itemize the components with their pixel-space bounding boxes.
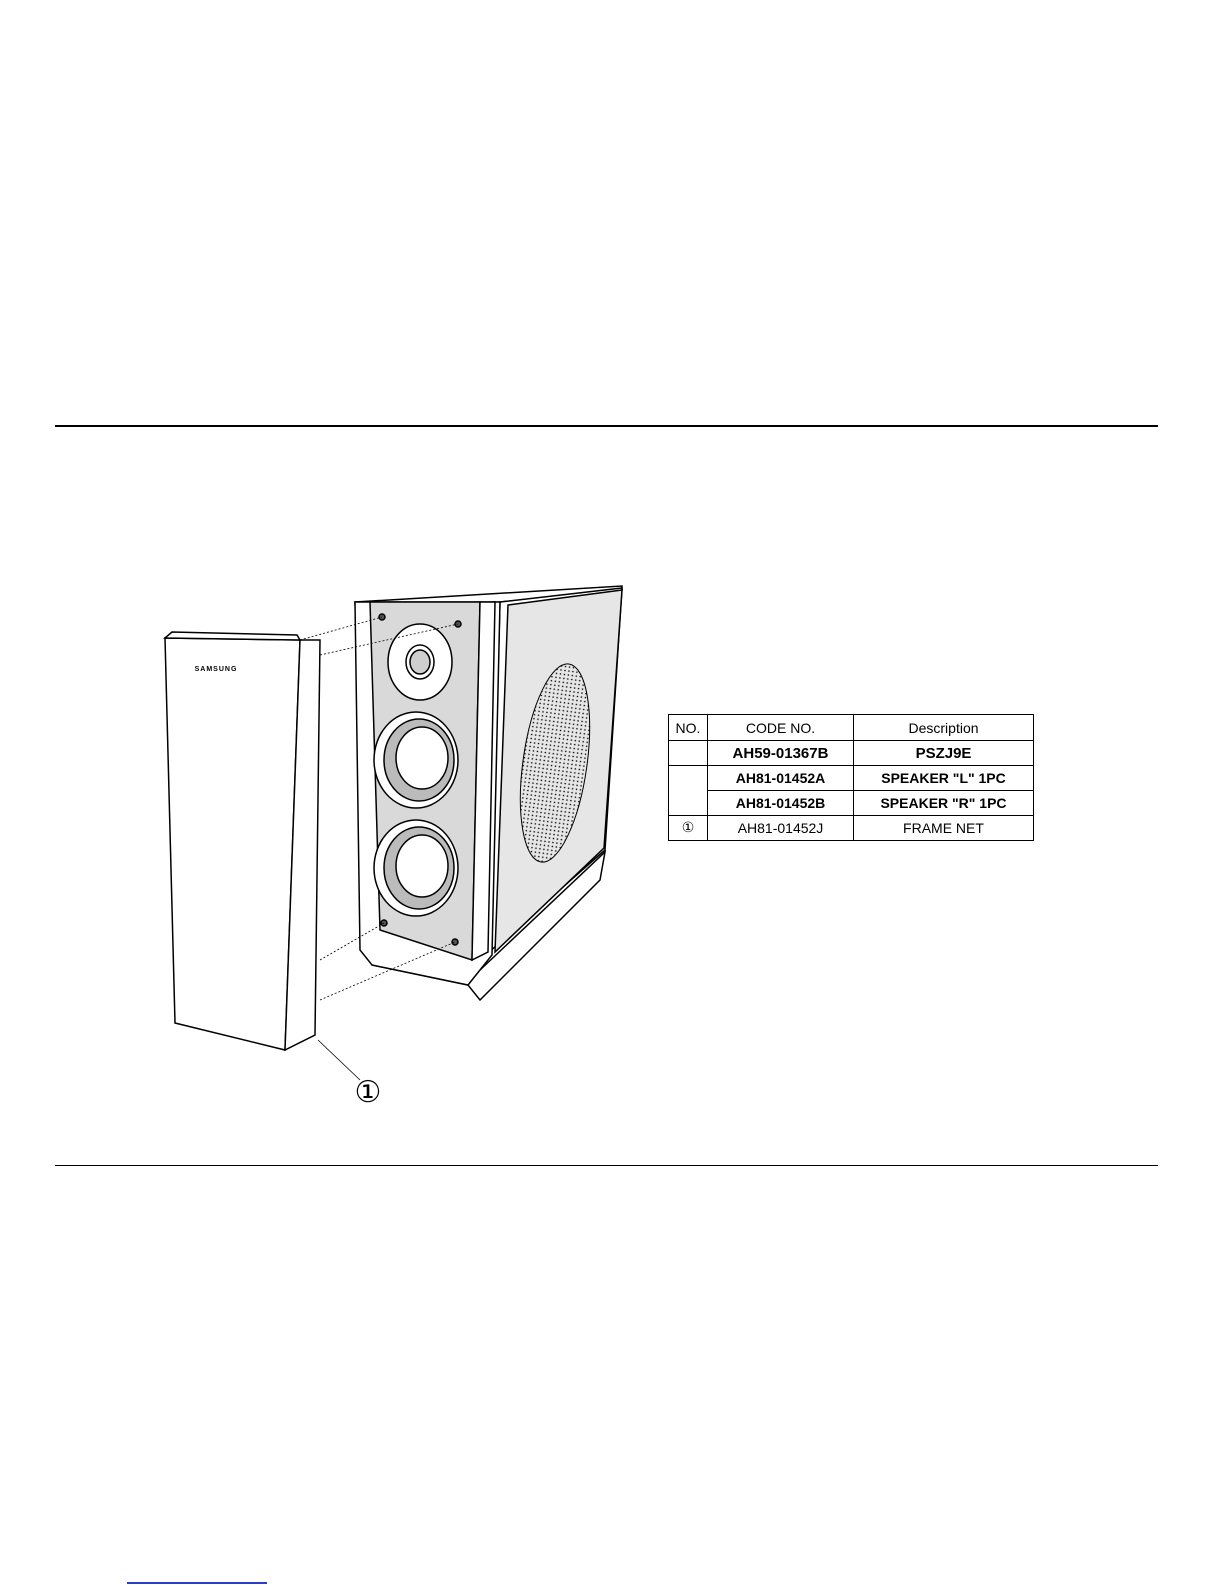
- row-code: AH81-01452J: [708, 816, 854, 841]
- row-code: AH81-01452A: [708, 766, 854, 791]
- callout-leader: [318, 1040, 360, 1080]
- frame-net: [165, 632, 320, 1050]
- table-row: AH81-01452A SPEAKER "L" 1PC: [669, 766, 1034, 791]
- header-code: CODE NO.: [708, 715, 854, 741]
- callout-number: ①: [355, 1075, 382, 1110]
- header-description: Description: [854, 715, 1034, 741]
- row-code: AH59-01367B: [708, 741, 854, 766]
- table-row: ① AH81-01452J FRAME NET: [669, 816, 1034, 841]
- row-code: AH81-01452B: [708, 791, 854, 816]
- row-description: SPEAKER "L" 1PC: [854, 766, 1034, 791]
- brand-logo: SAMSUNG: [195, 666, 238, 673]
- top-divider: [55, 425, 1158, 427]
- row-no: [669, 791, 708, 816]
- row-no: ①: [669, 816, 708, 841]
- speaker-exploded-diagram: SAMSUNG ①: [150, 580, 640, 1110]
- table-row: AH59-01367B PSZJ9E: [669, 741, 1034, 766]
- header-no: NO.: [669, 715, 708, 741]
- row-description: SPEAKER "R" 1PC: [854, 791, 1034, 816]
- bottom-divider: [55, 1165, 1158, 1166]
- parts-table: NO. CODE NO. Description AH59-01367B PSZ…: [668, 714, 1034, 841]
- row-description: FRAME NET: [854, 816, 1034, 841]
- row-no: [669, 766, 708, 791]
- row-description: PSZJ9E: [854, 741, 1034, 766]
- row-no: [669, 741, 708, 766]
- table-header-row: NO. CODE NO. Description: [669, 715, 1034, 741]
- table-row: AH81-01452B SPEAKER "R" 1PC: [669, 791, 1034, 816]
- footer-link-underline: [127, 1582, 267, 1584]
- speaker-cabinet: [355, 586, 622, 1000]
